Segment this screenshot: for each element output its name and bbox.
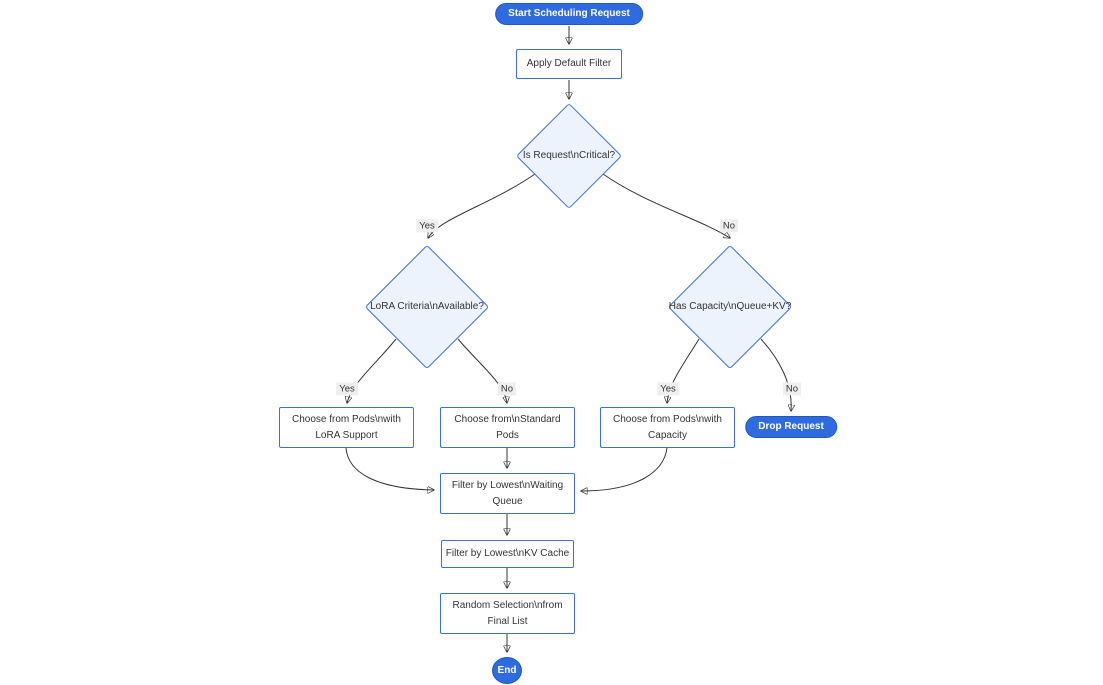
edge-choose-lora-to-filter-queue [345,447,434,490]
node-apply-default-filter-label: Apply Default Filter [526,58,612,69]
node-filter-waiting-queue-label: Filter by Lowest\nWaiting Queue [451,479,564,507]
node-end: End [492,657,522,684]
node-has-capacity-queue-kv-label: Has Capacity\nQueue+KV? [668,301,792,312]
edge-capacity-yes-to-choose-capacity [667,338,700,403]
node-is-request-critical-label: Is Request\nCritical? [522,150,616,161]
edge-label-critical-no: No [719,219,739,233]
node-apply-default-filter: Apply Default Filter [516,49,622,79]
node-choose-standard-pods-label: Choose from\nStandard Pods [454,413,561,441]
edge-capacity-no-to-drop [760,338,791,411]
edge-lora-no-to-choose-standard [457,338,507,403]
node-start: Start Scheduling Request [495,3,643,25]
node-lora-criteria-available: LoRA Criteria\nAvailable? [364,244,490,370]
edge-choose-capacity-to-filter-queue [581,447,668,491]
node-choose-lora-pods-label: Choose from Pods\nwith LoRA Support [292,413,401,441]
edge-critical-no-to-capacity [602,173,730,238]
edge-label-lora-no: No [497,382,517,396]
node-random-selection-label: Random Selection\nfrom Final List [452,599,563,627]
node-drop-request-label: Drop Request [758,421,824,432]
node-drop-request: Drop Request [745,416,837,438]
node-choose-standard-pods: Choose from\nStandard Pods [440,407,575,448]
node-is-request-critical: Is Request\nCritical? [515,102,623,210]
node-random-selection: Random Selection\nfrom Final List [440,593,575,634]
node-filter-kv-cache-label: Filter by Lowest\nKV Cache [445,548,570,559]
node-lora-criteria-available-label: LoRA Criteria\nAvailable? [370,301,484,312]
node-end-label: End [497,664,517,676]
node-has-capacity-queue-kv: Has Capacity\nQueue+KV? [667,244,793,370]
node-filter-kv-cache: Filter by Lowest\nKV Cache [441,540,574,568]
edge-lora-yes-to-choose-lora [347,338,397,403]
node-choose-capacity-pods-label: Choose from Pods\nwith Capacity [613,413,722,441]
edge-label-capacity-yes: Yes [657,382,679,396]
node-filter-waiting-queue: Filter by Lowest\nWaiting Queue [440,473,575,514]
node-start-label: Start Scheduling Request [508,8,630,19]
edge-label-critical-yes: Yes [416,219,438,233]
node-choose-capacity-pods: Choose from Pods\nwith Capacity [600,407,735,448]
edge-label-lora-yes: Yes [336,382,358,396]
edge-label-capacity-no: No [782,382,802,396]
node-choose-lora-pods: Choose from Pods\nwith LoRA Support [279,407,414,448]
